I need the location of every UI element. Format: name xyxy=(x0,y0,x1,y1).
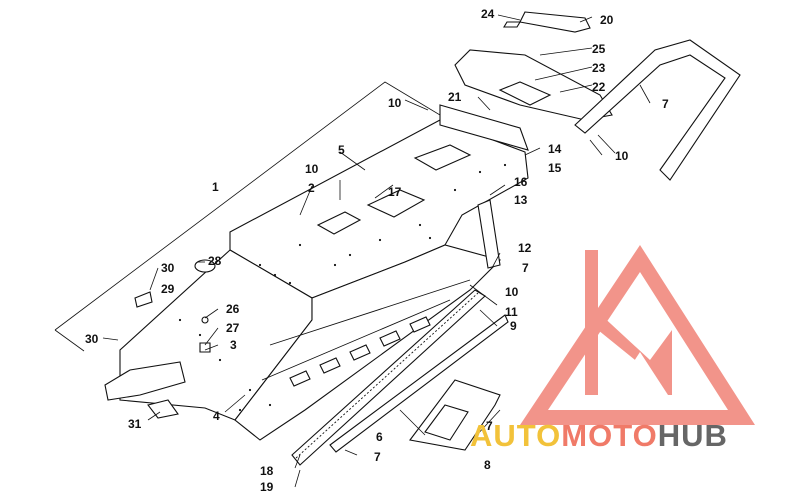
callout-14: 14 xyxy=(548,142,562,156)
callout-21: 21 xyxy=(448,90,462,104)
deck-cutout-middle xyxy=(366,189,426,218)
callout-10-rack: 10 xyxy=(615,149,629,163)
tunnel-assembly xyxy=(119,119,529,441)
callout-1: 1 xyxy=(212,180,219,194)
watermark-wordmark: AUTOMOTOHUB xyxy=(470,418,728,453)
callout-19: 19 xyxy=(260,480,274,494)
callout-20: 20 xyxy=(600,13,614,27)
running-board xyxy=(291,289,509,466)
callout-9: 9 xyxy=(510,319,517,333)
callout-10-mid: 10 xyxy=(305,162,319,176)
callout-labels: 1 2 3 4 5 6 7 7 7 7 8 9 10 10 10 10 11 1… xyxy=(85,7,669,494)
logo-inner-shape xyxy=(585,250,598,395)
wordmark-auto: AUTO xyxy=(470,418,561,453)
callout-12: 12 xyxy=(518,241,532,255)
svg-text:AUTOMOTOHUB: AUTOMOTOHUB xyxy=(470,418,728,453)
callout-28: 28 xyxy=(208,254,222,268)
grab-bar xyxy=(574,39,741,181)
callout-7-rail: 7 xyxy=(486,419,493,433)
callout-7-bottom: 7 xyxy=(374,450,381,464)
callout-7-grab-bar: 7 xyxy=(662,97,669,111)
callout-2: 2 xyxy=(308,181,315,195)
callout-31: 31 xyxy=(128,417,142,431)
callout-13: 13 xyxy=(514,193,528,207)
callout-26: 26 xyxy=(226,302,240,316)
callout-25: 25 xyxy=(592,42,606,56)
callout-10-deck: 10 xyxy=(388,96,402,110)
callout-8: 8 xyxy=(484,458,491,472)
logo-outer-triangle xyxy=(520,245,755,425)
callout-22: 22 xyxy=(592,80,606,94)
rivet-holes xyxy=(178,163,507,412)
callout-16: 16 xyxy=(514,175,528,189)
callout-3: 3 xyxy=(230,338,237,352)
deck-cutout-rear xyxy=(316,211,362,235)
deck-cutout-front xyxy=(413,144,472,171)
callout-30-top: 30 xyxy=(161,261,175,275)
callout-15: 15 xyxy=(548,161,562,175)
watermark-logo xyxy=(520,245,755,425)
callout-18: 18 xyxy=(260,464,274,478)
assembly-bracket xyxy=(54,81,466,352)
callout-23: 23 xyxy=(592,61,606,75)
callout-leaders xyxy=(102,14,651,488)
rear-strut xyxy=(477,199,501,269)
front-hardware xyxy=(104,259,216,401)
callout-7-strut: 7 xyxy=(522,261,529,275)
wordmark-moto: MOTO xyxy=(561,418,657,453)
callout-6: 6 xyxy=(376,430,383,444)
rear-flap xyxy=(147,399,179,419)
rear-rack xyxy=(439,11,613,151)
callout-4: 4 xyxy=(213,409,220,423)
tunnel-right-side xyxy=(234,244,502,441)
callout-24: 24 xyxy=(481,7,495,21)
callout-5: 5 xyxy=(338,143,345,157)
wordmark-hub: HUB xyxy=(658,418,728,453)
side-lightening-holes xyxy=(261,279,471,387)
callout-29: 29 xyxy=(161,282,175,296)
logo-inner-triangle xyxy=(612,352,668,395)
footrest-plate xyxy=(409,379,501,451)
callout-11: 11 xyxy=(505,305,518,319)
callout-10-rail: 10 xyxy=(505,285,519,299)
callout-27: 27 xyxy=(226,321,240,335)
callout-30-left: 30 xyxy=(85,332,99,346)
callout-17: 17 xyxy=(388,185,402,199)
